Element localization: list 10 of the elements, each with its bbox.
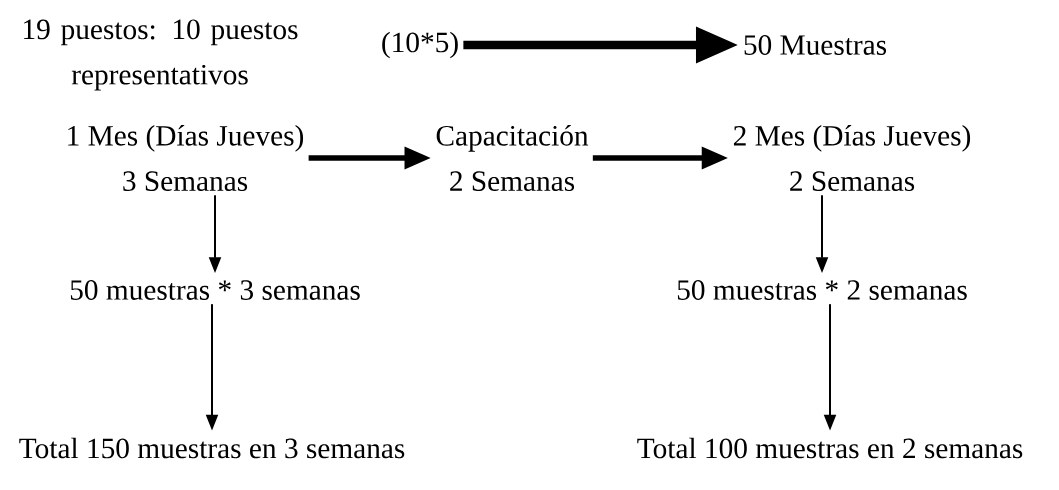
text-label: (10*5) <box>382 31 458 59</box>
text-label: Total 150 muestras en 3 semanas <box>19 437 405 459</box>
text-label: 50 muestras * 2 semanas <box>677 280 967 300</box>
text-label: 1 Mes (Días Jueves) 3 Semanas <box>68 125 304 191</box>
text-label: 2 Mes (Días Jueves) 2 Semanas <box>733 125 971 191</box>
text-label: 50 muestras * 3 semanas <box>70 280 360 300</box>
text-label: Total 100 muestras en 2 semanas <box>637 437 1023 459</box>
text-label: 50 Muestras <box>744 35 887 55</box>
text-label: Capacitación 2 Semanas <box>436 125 589 191</box>
text-label: 19 puestos: 10 puestos representativos <box>24 19 298 91</box>
